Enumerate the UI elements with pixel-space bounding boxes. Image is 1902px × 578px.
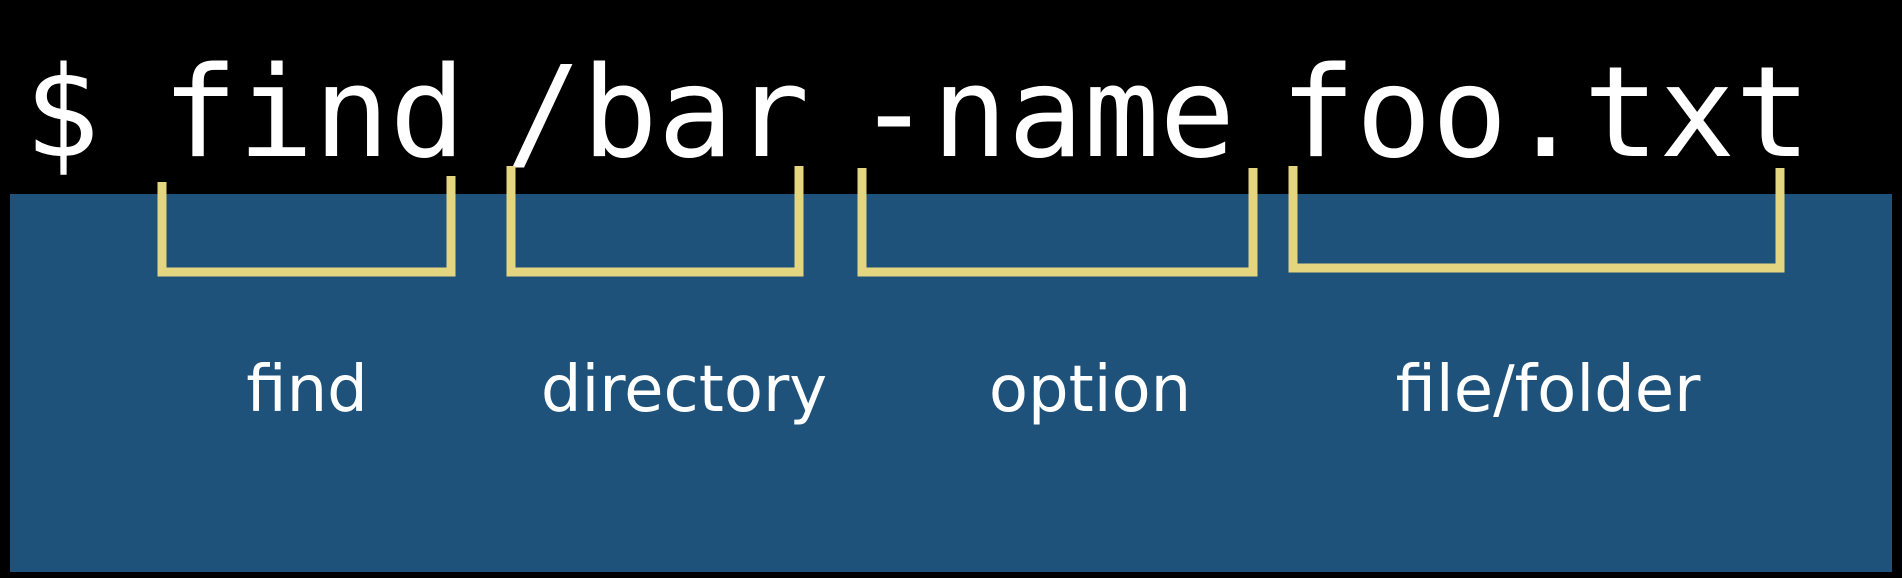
command-prompt: $: [24, 39, 100, 186]
bracket-directory: [506, 166, 804, 277]
bracket-program: [157, 176, 456, 277]
command-directory: /bar: [506, 39, 810, 186]
label-program: find: [246, 353, 368, 427]
bracket-target: [1288, 166, 1785, 273]
command-target: foo.txt: [1280, 39, 1812, 186]
label-target: file/folder: [1395, 353, 1701, 427]
command-program: find: [162, 39, 466, 186]
command-option: -name: [856, 39, 1236, 186]
bracket-option: [857, 168, 1258, 277]
annotation-panel: [10, 194, 1892, 572]
label-option: option: [988, 353, 1192, 427]
label-directory: directory: [540, 353, 828, 427]
